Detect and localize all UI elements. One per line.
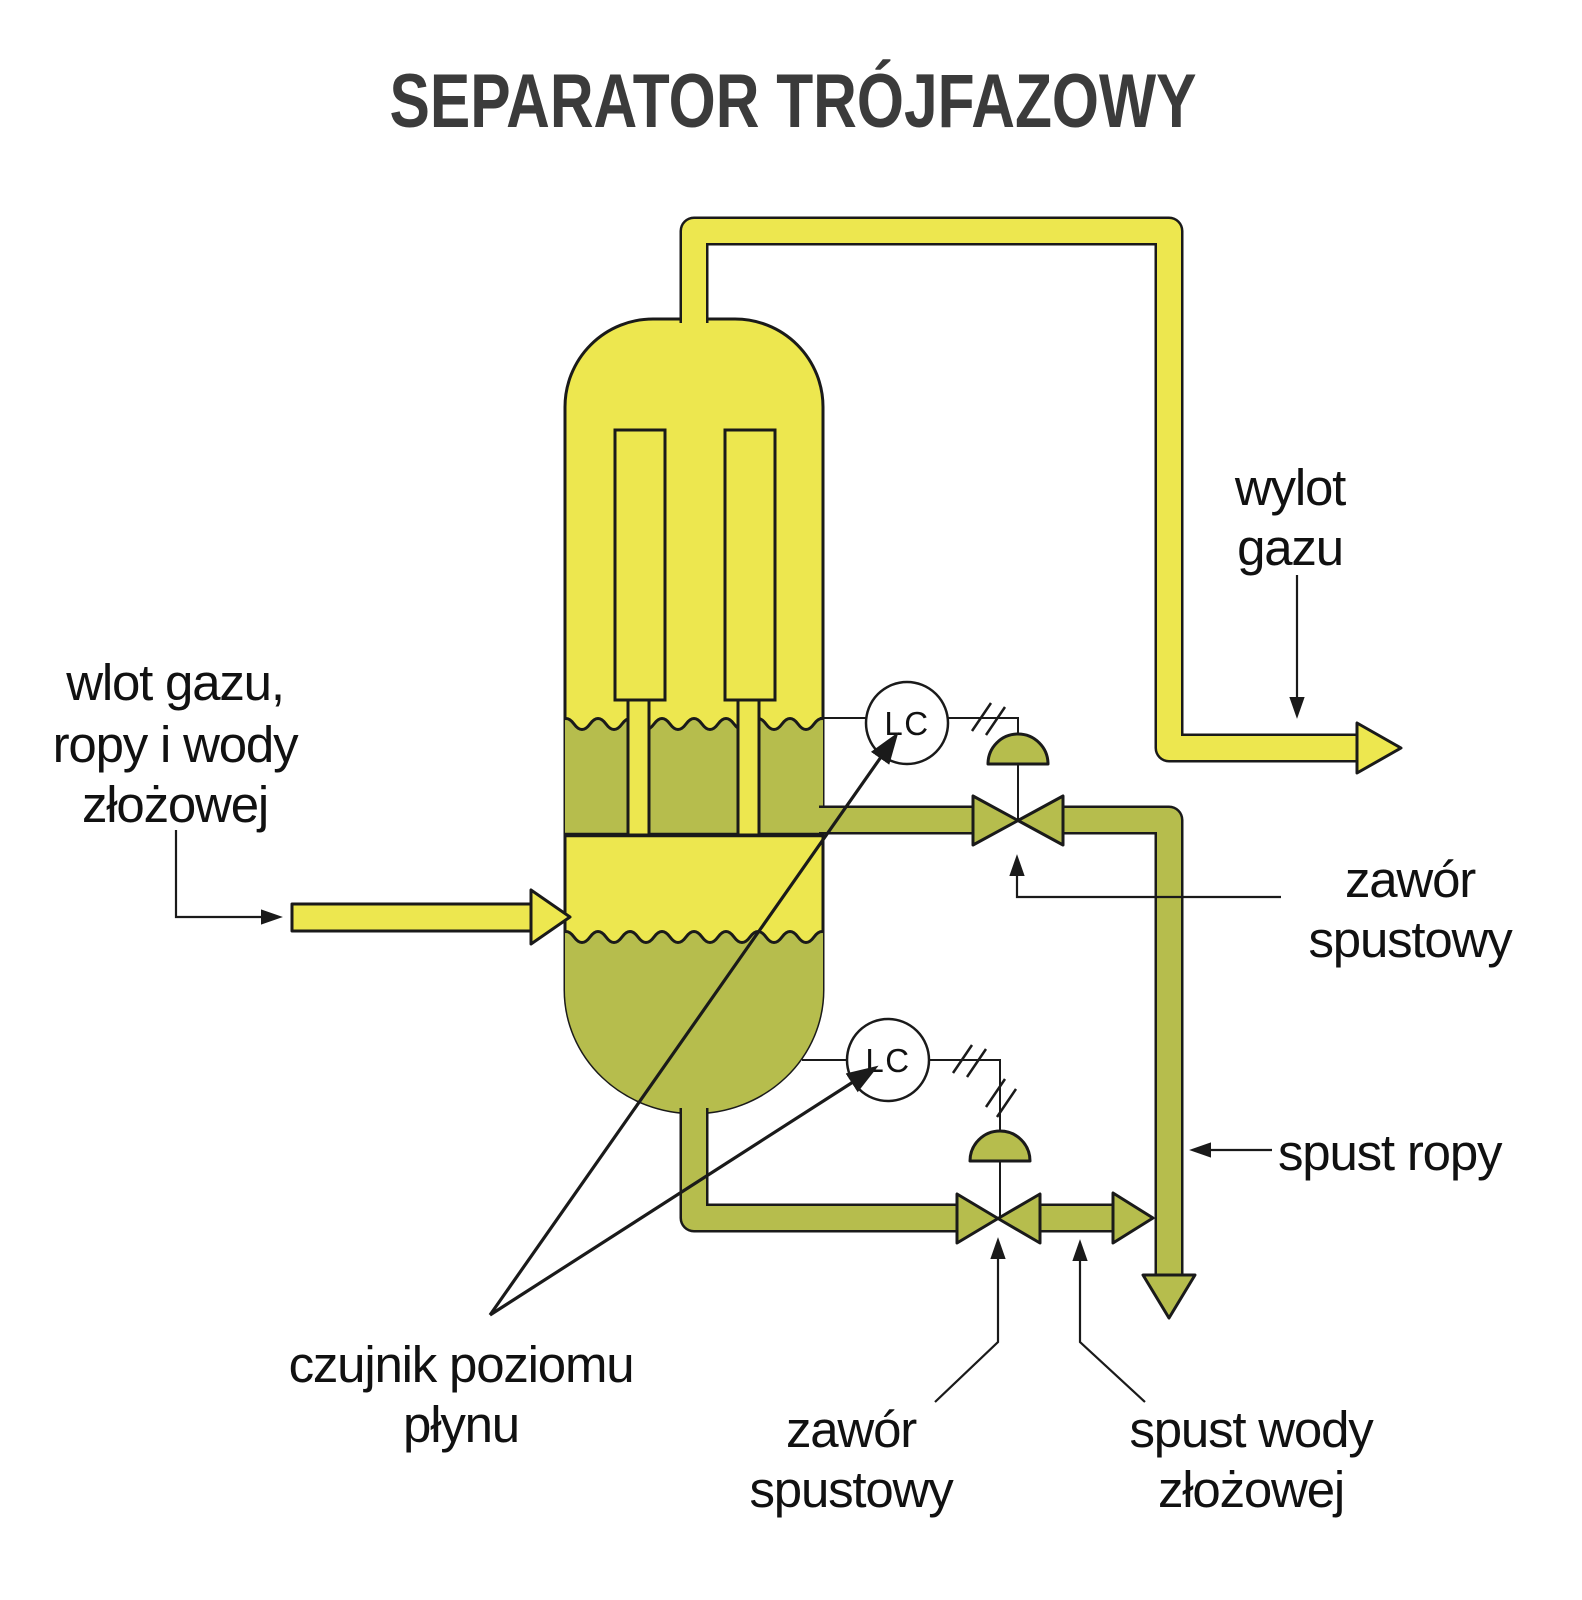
inlet-label: wlot gazu, ropy i wody złożowej <box>53 654 301 833</box>
water-drain-leader-arrow <box>1072 1239 1146 1403</box>
baffle-plate-left <box>613 428 667 702</box>
water-drain-pipe-a <box>682 1108 957 1230</box>
water-drain-valve-right <box>996 1192 1042 1245</box>
inlet-pipe <box>290 902 533 933</box>
inlet-leader-arrow <box>174 830 283 925</box>
oil-drain-valve-left <box>971 794 1020 847</box>
lower-valve-actuator <box>968 1129 1032 1163</box>
baffle-plate-right <box>723 428 777 702</box>
oil-drain-arrowhead <box>1141 1273 1197 1320</box>
oil-drain-pipe-b <box>1063 808 1181 1275</box>
annotation-arrows <box>174 575 1305 1403</box>
inlet-label-line2: ropy i wody <box>53 716 299 773</box>
level-sensor-label-line1: czujnik poziomu <box>289 1336 634 1393</box>
water-drain-valve-label-line1: zawór <box>786 1401 917 1458</box>
baffle-stem-right <box>736 698 761 837</box>
oil-drain-valve-label-line1: zawór <box>1345 851 1476 908</box>
diagram-labels: wlot gazu, ropy i wody złożowej wylot ga… <box>53 459 1515 1518</box>
water-drain-valve-label-line2: spustowy <box>750 1461 955 1518</box>
gas-outlet-label-line2: gazu <box>1237 519 1343 576</box>
lower-signal-break-icon-2 <box>984 1078 1018 1118</box>
gas-outlet-label-line1: wylot <box>1234 459 1346 516</box>
level-sensor-label: czujnik poziomu płynu <box>289 1336 635 1453</box>
upper-signal-line <box>948 717 1019 736</box>
water-drain-valve-left <box>955 1192 1000 1245</box>
inlet-arrowhead <box>529 888 572 946</box>
water-drain-arrowhead <box>1111 1191 1155 1245</box>
inlet-label-line3: złożowej <box>82 776 268 833</box>
level-sensor-label-line2: płynu <box>403 1396 519 1453</box>
diagram-title: SEPARATOR TRÓJFAZOWY <box>390 59 1197 144</box>
water-drain-label-line2: złożowej <box>1158 1461 1344 1518</box>
oil-layer <box>565 718 823 835</box>
water-drain-label: spust wody złożowej <box>1129 1401 1375 1518</box>
oil-drain-label-line1: spust ropy <box>1278 1124 1503 1181</box>
water-drain-label-line1: spust wody <box>1129 1401 1374 1458</box>
water-valve-leader-arrow <box>934 1237 1006 1403</box>
inlet-label-line1: wlot gazu, <box>65 654 284 711</box>
oil-interface-line <box>565 717 823 731</box>
upper-signal-break-icon <box>970 702 1007 736</box>
piping <box>290 216 1403 1320</box>
water-interface-line <box>565 930 823 944</box>
oil-drain-label: spust ropy <box>1278 1124 1504 1181</box>
lower-signal-line <box>929 1059 1001 1132</box>
upper-valve-actuator <box>986 732 1050 766</box>
gas-outlet-arrowhead <box>1355 721 1403 775</box>
oil-drain-valve-label-line2: spustowy <box>1309 911 1514 968</box>
water-drain-valve-label: zawór spustowy <box>750 1401 956 1518</box>
level-sensor-pointer-upper <box>488 732 899 1316</box>
gas-outlet-pipe <box>682 219 1357 760</box>
separator-vessel <box>563 317 825 1115</box>
water-layer <box>565 931 823 1113</box>
oil-drain-valve-label: zawór spustowy <box>1309 851 1515 968</box>
gas-outlet-label: wylot gazu <box>1234 459 1347 576</box>
water-drain-pipe-a-outline <box>679 1108 957 1233</box>
upper-level-controller-tag: LC <box>884 705 929 742</box>
level-sensor-pointer-lower <box>489 1065 879 1317</box>
lower-signal-break-icon-1 <box>951 1044 988 1078</box>
vessel-contents <box>565 717 823 1113</box>
baffle-stem-left <box>626 698 651 837</box>
oil-drain-valve-right <box>1016 794 1065 847</box>
oil-valve-leader-arrow <box>1009 854 1281 899</box>
lower-level-controller-tag: LC <box>865 1042 910 1079</box>
